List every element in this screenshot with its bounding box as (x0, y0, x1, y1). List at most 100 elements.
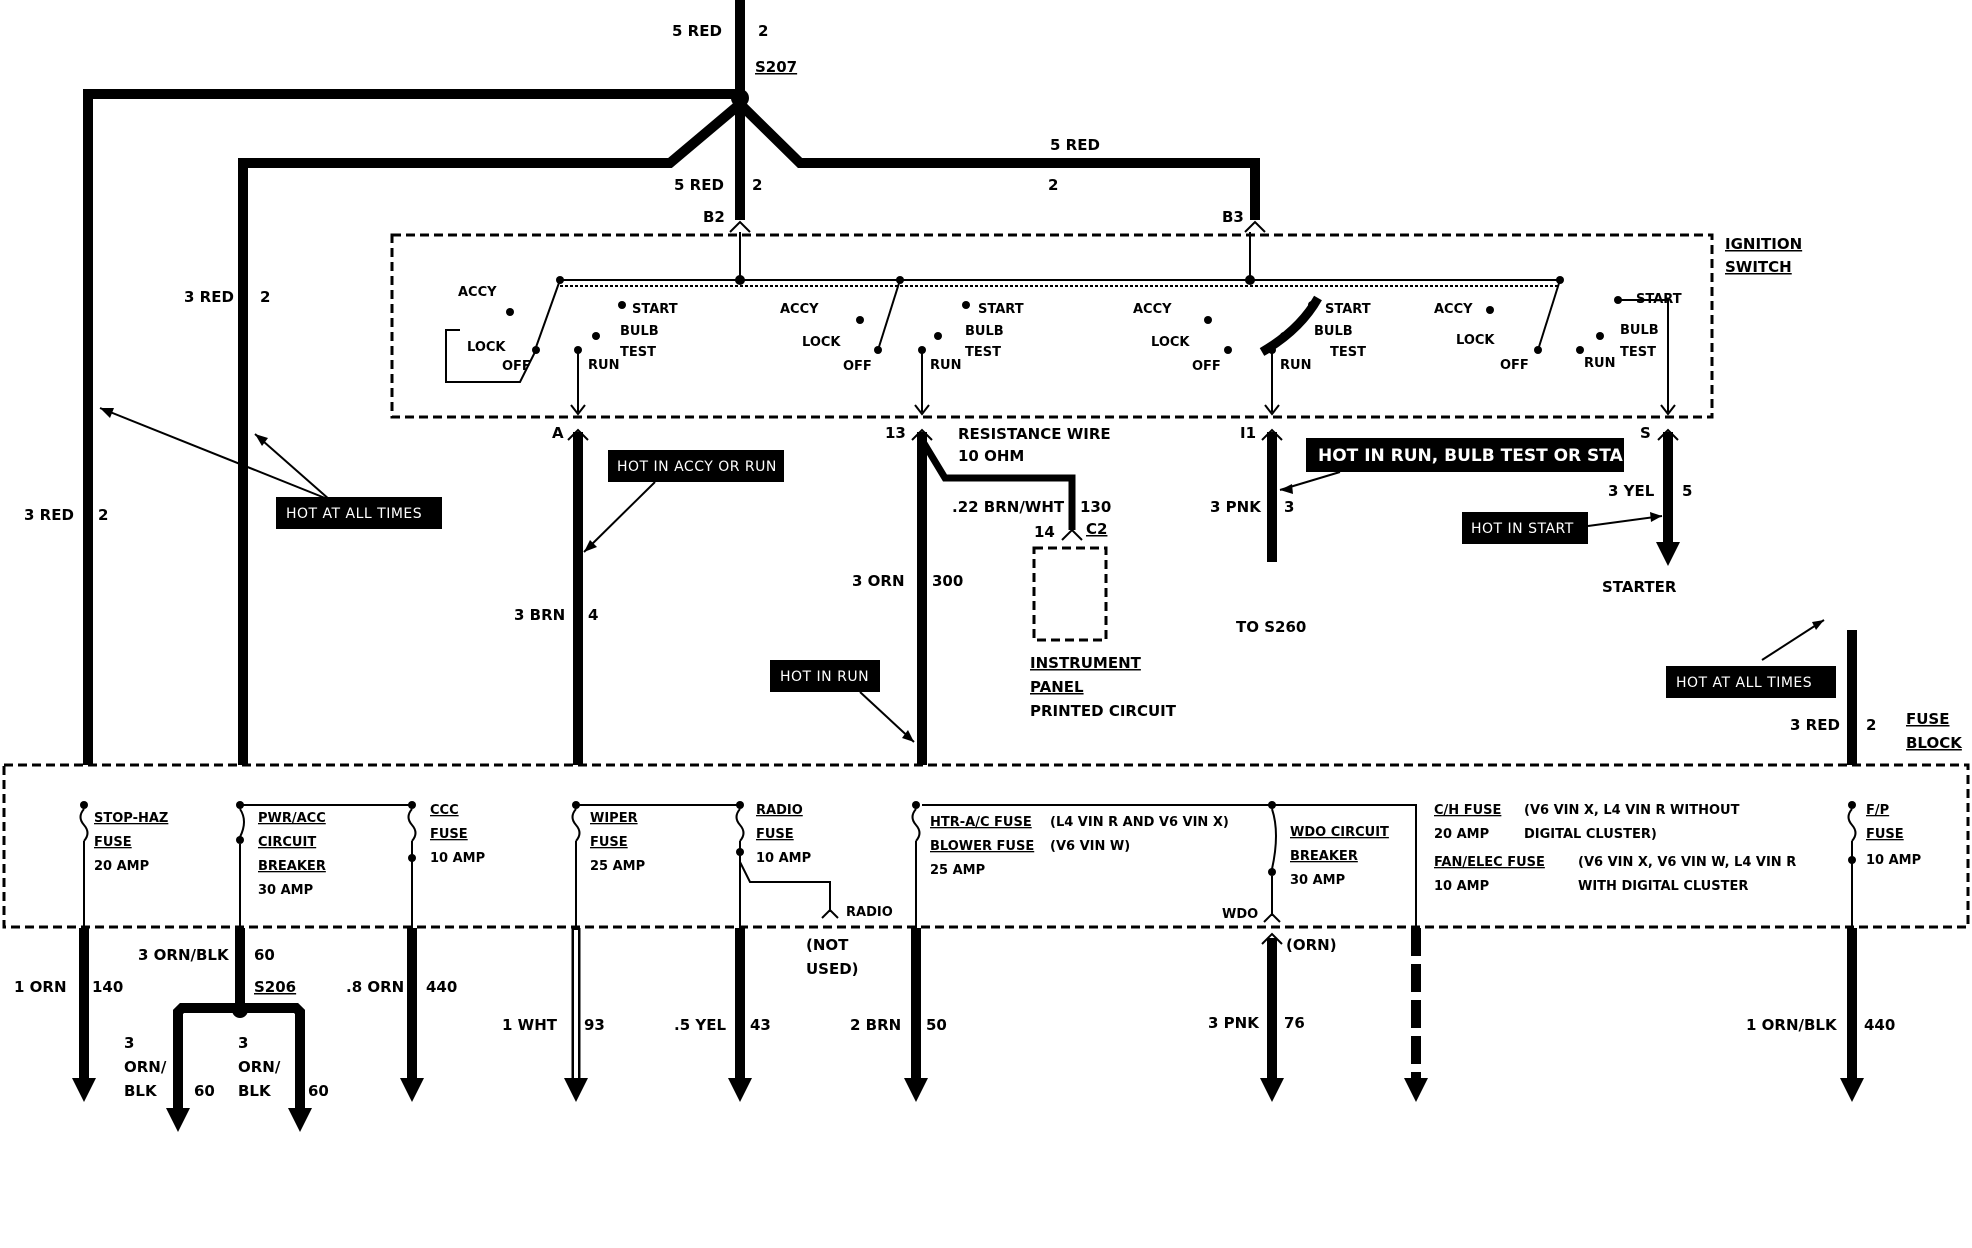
svg-text:RADIO: RADIO (756, 803, 803, 818)
terminal-i1: I1 (1240, 424, 1256, 442)
svg-text:3 ORN: 3 ORN (852, 572, 905, 590)
fuse-ch-fan-elec: C/H FUSE (V6 VIN X, L4 VIN R WITHOUT DIG… (1434, 803, 1796, 894)
svg-text:30 AMP: 30 AMP (258, 883, 313, 898)
svg-text:(ORN): (ORN) (1286, 936, 1337, 954)
svg-text:3 ORN/BLK: 3 ORN/BLK (138, 946, 230, 964)
left-branch-size: 5 RED (674, 176, 724, 194)
svg-text:60: 60 (254, 946, 275, 964)
svg-text:FUSE: FUSE (590, 835, 628, 850)
svg-text:RUN: RUN (930, 358, 961, 373)
svg-text:LOCK: LOCK (467, 340, 506, 355)
svg-text:HOT AT ALL TIMES: HOT AT ALL TIMES (286, 506, 422, 522)
svg-text:ORN/: ORN/ (124, 1058, 167, 1076)
circuit-breaker-wdo: WDO CIRCUIT BREAKER 30 AMP WDO (ORN) (1222, 801, 1417, 954)
fuse-block-title-2: BLOCK (1906, 734, 1963, 752)
svg-text:.5 YEL: .5 YEL (674, 1016, 726, 1034)
svg-text:20 AMP: 20 AMP (1434, 827, 1489, 842)
svg-text:.8 ORN: .8 ORN (346, 978, 404, 996)
svg-text:BULB: BULB (1314, 324, 1353, 339)
svg-text:FUSE: FUSE (430, 827, 468, 842)
svg-text:HTR-A/C FUSE: HTR-A/C FUSE (930, 815, 1032, 830)
svg-text:50: 50 (926, 1016, 947, 1034)
left-branch-num: 2 (752, 176, 762, 194)
svg-text:10 AMP: 10 AMP (1866, 853, 1921, 868)
svg-text:BULB: BULB (1620, 323, 1659, 338)
svg-text:10 AMP: 10 AMP (1434, 879, 1489, 894)
svg-text:3 RED: 3 RED (1790, 716, 1840, 734)
fuse-block: FUSE BLOCK STOP-HAZ FUSE 20 AMP PWR/ACC … (2, 710, 1970, 978)
svg-text:LOCK: LOCK (802, 335, 841, 350)
svg-text:BREAKER: BREAKER (258, 859, 326, 874)
right-branch-size: 5 RED (1050, 136, 1100, 154)
circuit-breaker-pwr-acc: PWR/ACC CIRCUIT BREAKER 30 AMP (236, 801, 326, 928)
wire-b3-feed (736, 100, 1260, 220)
output-wires: 1 ORN 140 3 ORN/BLK 60 S206 3 ORN/ BLK 6… (14, 928, 1895, 1132)
svg-text:DIGITAL CLUSTER): DIGITAL CLUSTER) (1524, 827, 1657, 842)
svg-text:93: 93 (584, 1016, 605, 1034)
svg-text:C2: C2 (1086, 520, 1107, 538)
callout-hot-in-run: HOT IN RUN (770, 660, 915, 743)
svg-text:10 AMP: 10 AMP (756, 851, 811, 866)
svg-text:RUN: RUN (588, 358, 619, 373)
svg-text:HOT IN RUN, BULB TEST OR START: HOT IN RUN, BULB TEST OR START (1318, 446, 1647, 466)
svg-text:1 ORN/BLK: 1 ORN/BLK (1746, 1016, 1838, 1034)
svg-text:START: START (632, 302, 678, 317)
svg-text:CCC: CCC (430, 803, 459, 818)
svg-text:ORN/: ORN/ (238, 1058, 281, 1076)
fuse-block-title-1: FUSE (1906, 710, 1949, 728)
svg-text:BULB: BULB (965, 324, 1004, 339)
top-feed-size: 5 RED (672, 22, 722, 40)
svg-text:1 ORN: 1 ORN (14, 978, 67, 996)
svg-text:3: 3 (1284, 498, 1294, 516)
callouts: HOT AT ALL TIMES HOT IN ACCY OR RUN HOT … (99, 407, 1836, 743)
ignition-switch: IGNITION SWITCH ACCY LOCK OFF RUN START … (390, 232, 1802, 419)
callout-hot-at-all-times-right: HOT AT ALL TIMES (1666, 619, 1836, 698)
svg-text:TEST: TEST (965, 345, 1001, 360)
svg-text:130: 130 (1080, 498, 1111, 516)
splice-s207-label: S207 (755, 58, 797, 76)
svg-text:ACCY: ACCY (1133, 302, 1172, 317)
svg-text:C/H FUSE: C/H FUSE (1434, 803, 1501, 818)
svg-text:1 WHT: 1 WHT (502, 1016, 558, 1034)
terminal-a: A (552, 424, 564, 442)
svg-text:(V6 VIN W): (V6 VIN W) (1050, 839, 1130, 854)
wire-outer-left-red (83, 89, 740, 765)
fuse-stop-haz: STOP-HAZ FUSE 20 AMP (79, 801, 168, 928)
svg-text:LOCK: LOCK (1151, 335, 1190, 350)
svg-text:30 AMP: 30 AMP (1290, 873, 1345, 888)
switch-outputs: A 13 I1 S 3 BRN 4 3 ORN 300 RESISTANCE W… (24, 288, 1876, 765)
svg-text:OFF: OFF (1500, 358, 1529, 373)
fuse-radio: RADIO FUSE 10 AMP RADIO (NOT USED) (578, 801, 893, 978)
svg-text:WITH DIGITAL CLUSTER: WITH DIGITAL CLUSTER (1578, 879, 1748, 894)
svg-text:3 PNK: 3 PNK (1210, 498, 1262, 516)
ignition-switch-boundary (390, 233, 1714, 419)
top-feed: 5 RED 2 S207 5 RED 2 5 RED 2 B2 B3 (83, 0, 1266, 765)
svg-text:F/P: F/P (1866, 803, 1889, 818)
svg-text:2: 2 (260, 288, 270, 306)
ignition-switch-title-2: SWITCH (1725, 258, 1792, 276)
svg-text:4: 4 (588, 606, 598, 624)
svg-text:USED): USED) (806, 960, 859, 978)
ignition-switch-title-1: IGNITION (1725, 235, 1802, 253)
svg-text:INSTRUMENT: INSTRUMENT (1030, 654, 1142, 672)
svg-text:RUN: RUN (1584, 356, 1615, 371)
svg-text:440: 440 (1864, 1016, 1895, 1034)
svg-text:START: START (1325, 302, 1371, 317)
fuse-wiper: WIPER FUSE 25 AMP (571, 801, 645, 928)
starter-label: STARTER (1602, 578, 1677, 596)
switch-section-4: ACCY LOCK OFF RUN START BULB TEST (1434, 279, 1682, 416)
svg-text:OFF: OFF (843, 359, 872, 374)
switch-section-1: ACCY LOCK OFF RUN START BULB TEST (445, 279, 678, 416)
top-feed-num: 2 (758, 22, 768, 40)
terminal-b2: B2 (703, 208, 725, 226)
svg-text:25 AMP: 25 AMP (590, 859, 645, 874)
svg-text:300: 300 (932, 572, 963, 590)
svg-text:WIPER: WIPER (590, 811, 638, 826)
svg-text:25 AMP: 25 AMP (930, 863, 985, 878)
callout-hot-in-run-bulb-test-start: HOT IN RUN, BULB TEST OR START (1279, 438, 1647, 494)
switch-section-3: ACCY LOCK OFF RUN START BULB TEST (1133, 295, 1371, 416)
svg-text:140: 140 (92, 978, 123, 996)
svg-text:RADIO: RADIO (846, 905, 893, 920)
svg-text:ACCY: ACCY (458, 285, 497, 300)
svg-text:RESISTANCE WIRE: RESISTANCE WIRE (958, 425, 1111, 443)
